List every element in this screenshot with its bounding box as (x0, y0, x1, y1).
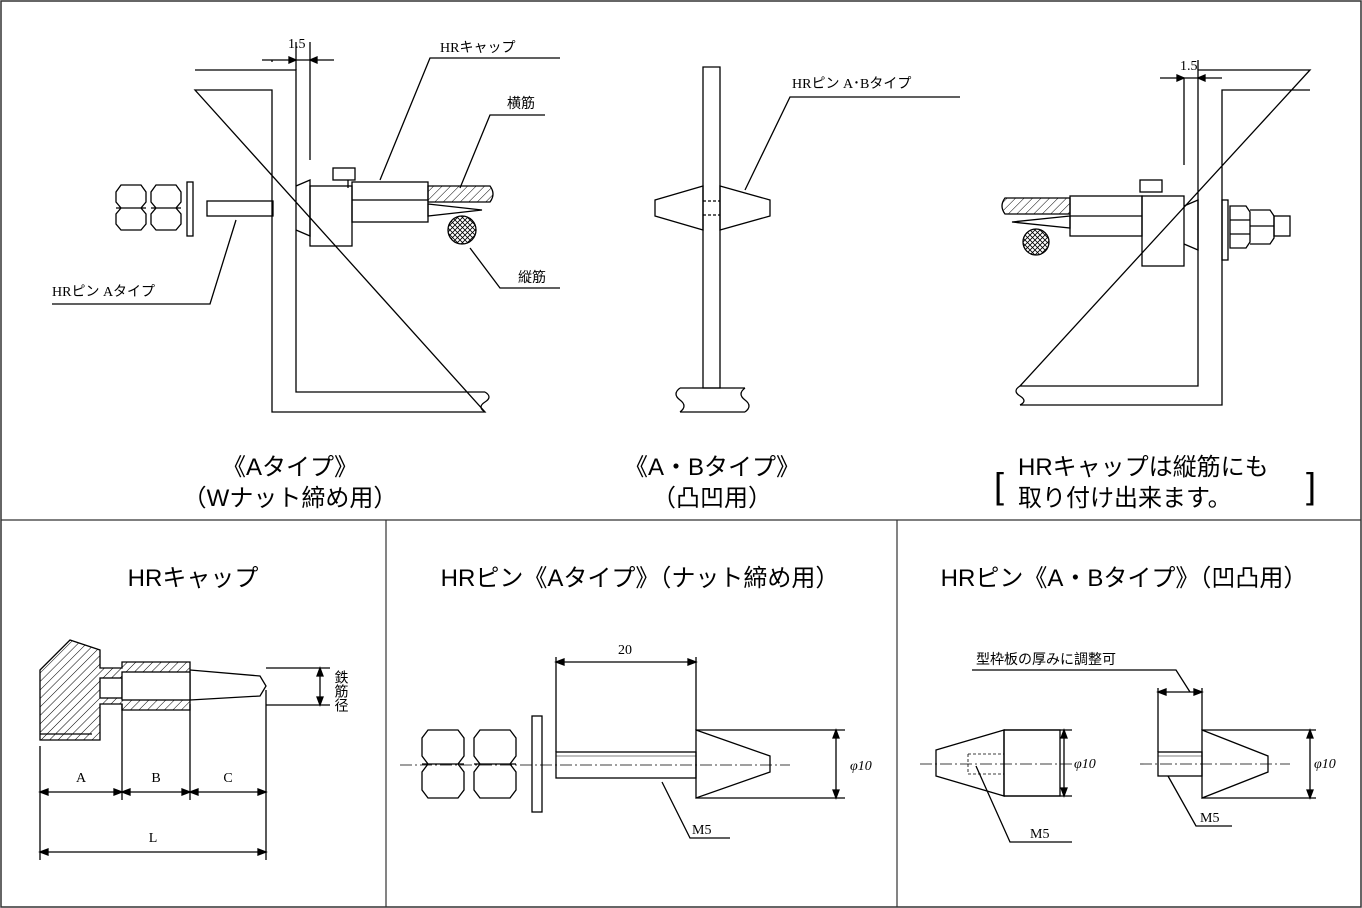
formwork-panel (193, 69, 487, 413)
dim-c: C (223, 771, 232, 786)
label-m5-ab-left: M5 (1030, 827, 1049, 842)
cap-sleeve (351, 181, 429, 223)
note-bracket-left: [ (994, 465, 1004, 506)
dim-b: B (151, 771, 160, 786)
break-line (480, 391, 490, 413)
hr-cap-detail (38, 639, 330, 860)
horizontal-rebar (427, 185, 494, 203)
form-panel-foot (680, 387, 745, 413)
cap-head (309, 185, 353, 247)
washer (186, 181, 194, 237)
dim-1-5-right: 1.5 (1180, 59, 1198, 74)
vertical-mount-drawing (1001, 60, 1312, 406)
label-vertical-bar: 縦筋 (518, 269, 546, 286)
label-m5-a: M5 (692, 823, 711, 838)
nut-2 (150, 184, 182, 231)
pin-shaft (206, 200, 274, 217)
title-hr-pin-a: HRピン《Aタイプ》（ナット締め用） (441, 565, 840, 592)
dim-20: 20 (618, 643, 632, 658)
ab-pin-right-cone (719, 185, 771, 231)
caption-a-type: 《Aタイプ》 (222, 454, 358, 481)
hr-pin-ab-detail (920, 669, 1316, 843)
label-hr-cap: HRキャップ (440, 40, 515, 56)
pin-cone (295, 179, 311, 237)
note-vertical-mount-line1: HRキャップは縦筋にも (1018, 454, 1269, 481)
caption-concave-convex: （凸凹用） (652, 485, 772, 512)
note-bracket-right: ] (1306, 465, 1316, 506)
note-vertical-mount-line2: 取り付け出来ます。 (1018, 485, 1232, 512)
dim-phi10-ab-right: φ10 (1314, 757, 1336, 772)
dim-a: A (76, 771, 87, 786)
title-hr-pin-ab: HRピン《A・Bタイプ》（凹凸用） (941, 565, 1308, 592)
dim-1-5-left: 1.5 (288, 37, 306, 52)
note-adjustable-thickness: 型枠板の厚みに調整可 (976, 652, 1116, 668)
a-type-assembly-drawing (52, 42, 560, 413)
label-hr-pin-a: HRピン Aタイプ (52, 284, 155, 300)
label-hr-pin-ab: HRピン A･Bタイプ (792, 76, 911, 92)
dim-phi10-a: φ10 (850, 759, 872, 774)
caption-w-nut: （Wナット締め用） (183, 485, 398, 512)
dim-l: L (149, 831, 158, 846)
form-panel-vertical (702, 66, 721, 389)
ab-pin-left-cone (654, 185, 704, 231)
dim-bar-diameter: 鉄筋径 (333, 670, 349, 712)
formwork-panel-right (1018, 69, 1312, 406)
nut-1 (115, 184, 147, 231)
hr-pin-a-detail (400, 657, 845, 839)
label-m5-ab-right: M5 (1200, 811, 1219, 826)
caption-ab-type: 《A・Bタイプ》 (624, 454, 800, 481)
label-horizontal-bar: 横筋 (507, 95, 535, 112)
dim-phi10-ab-left: φ10 (1074, 757, 1096, 772)
title-hr-cap: HRキャップ (128, 565, 259, 592)
ab-type-assembly-drawing (654, 66, 960, 413)
vertical-rebar (447, 215, 477, 245)
